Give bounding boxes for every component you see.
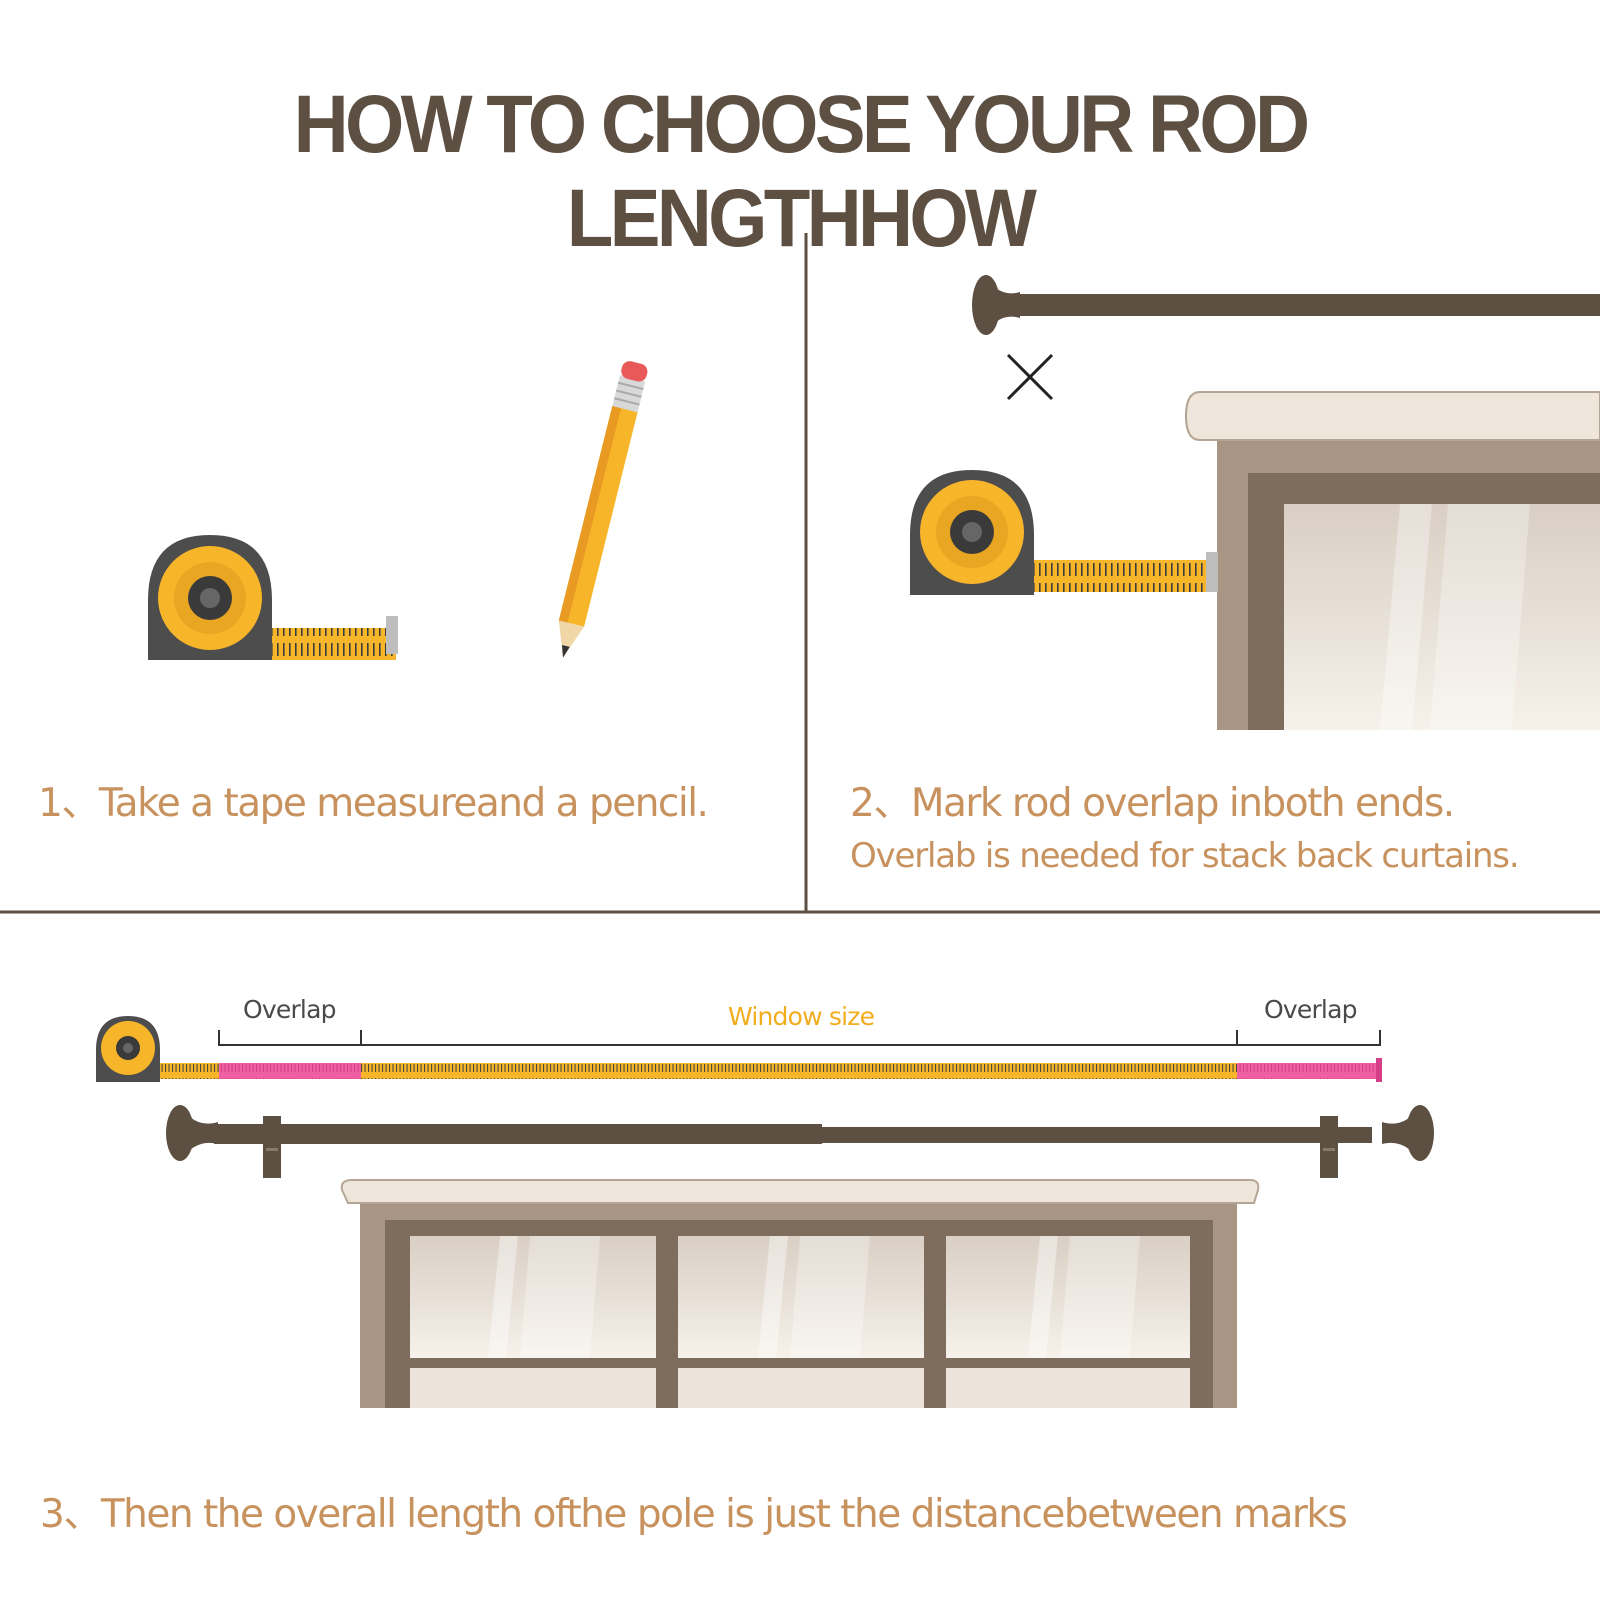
tape-measure-icon	[96, 1016, 1382, 1082]
curtain-rod-icon	[972, 275, 1600, 335]
step-3-text: 3、Then the overall length ofthe pole is …	[40, 1492, 1348, 1537]
page-title: HOW TO CHOOSE YOUR ROD LENGTHHOW	[293, 79, 1310, 264]
pencil-icon	[558, 361, 648, 658]
step-2-note: Overlab is needed for stack back curtain…	[850, 836, 1520, 876]
tape-measure-icon	[148, 535, 398, 660]
dimension-brackets	[218, 1030, 1381, 1046]
step-2-text: 2、Mark rod overlap inboth ends.	[850, 781, 1455, 826]
curtain-rod-icon	[166, 1105, 1434, 1178]
window-icon	[340, 1179, 1260, 1408]
window-size-label: Window size	[728, 1002, 875, 1031]
tape-measure-icon	[910, 470, 1218, 595]
overlap-right-label: Overlap	[1264, 995, 1357, 1024]
step-1-text: 1、Take a tape measureand a pencil.	[38, 781, 709, 826]
overlap-left-label: Overlap	[243, 995, 336, 1024]
window-icon	[1184, 391, 1600, 730]
x-mark-icon	[1006, 353, 1054, 401]
